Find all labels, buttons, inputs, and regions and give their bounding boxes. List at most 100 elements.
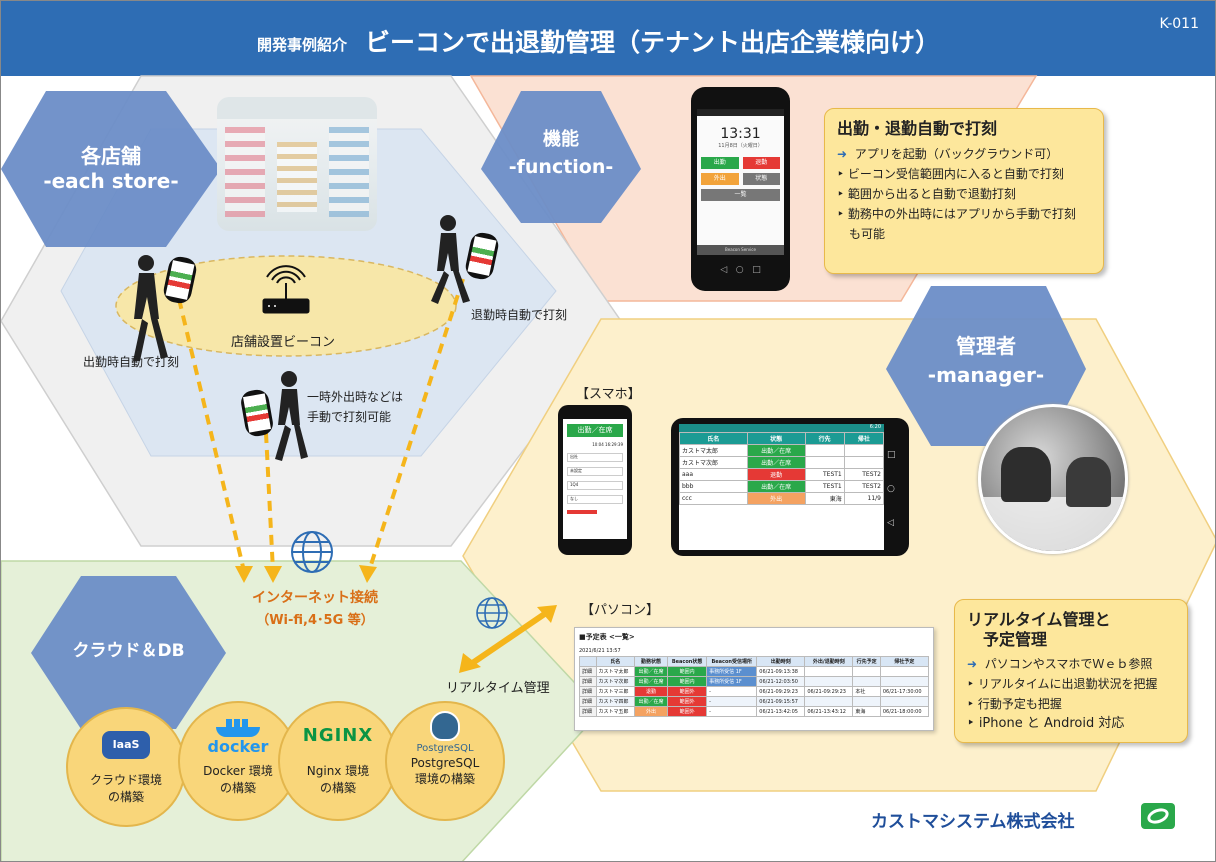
- tablet-header-cell: 行先: [804, 432, 845, 445]
- pc-cell: カストマ三郎: [595, 686, 636, 697]
- pc-cell: [804, 676, 854, 687]
- function-box-list: ➜ アプリを起動（バックグラウンド可） ‣ ビーコン受信範囲内に入ると自動で打刻…: [837, 144, 1091, 244]
- smartphone-label: 【スマホ】: [576, 387, 641, 402]
- pc-cell: [879, 696, 930, 707]
- pc-cell: カストマ次郎: [595, 676, 636, 687]
- manager-box-title: リアルタイム管理と 予定管理: [967, 610, 1175, 650]
- app-clock-out-button[interactable]: 退勤: [742, 157, 780, 169]
- tablet-cell: [804, 444, 845, 457]
- realtime-label: リアルタイム管理: [446, 681, 550, 696]
- manual-punch-label: 一時外出時などは 手動で打刻可能: [307, 387, 403, 427]
- pc-cell: [879, 666, 930, 677]
- pc-header-cell: 勤務状態: [634, 656, 669, 667]
- cloud-nginx-line1: Nginx 環境: [306, 764, 370, 778]
- beacon-router-icon: [262, 265, 310, 314]
- pc-header-cell: 出勤時刻: [756, 656, 806, 667]
- cloud-iaas-circle: IaaS クラウド環境 の構築: [66, 707, 186, 827]
- leave-label: 退勤時自動で打刻: [471, 308, 568, 322]
- document-code: K-011: [1159, 16, 1199, 32]
- header-subtitle: 開発事例紹介: [257, 36, 348, 54]
- realtime-arrow: [459, 605, 557, 673]
- company-name: カストマシステム株式会社: [871, 812, 1075, 832]
- person-out-icon: [275, 371, 308, 461]
- tablet-header-cell: 氏名: [679, 432, 748, 445]
- manager-box-title-line1: リアルタイム管理と: [967, 610, 1111, 629]
- tablet-cell: [804, 456, 845, 469]
- app-status-button[interactable]: 状態: [742, 173, 780, 185]
- manager-box-title-line2: 予定管理: [983, 630, 1048, 649]
- pc-cell: 退勤: [634, 686, 669, 697]
- store-interior-photo: [217, 97, 377, 231]
- pc-header-cell: 外出/退勤時刻: [804, 656, 854, 667]
- function-section-title: 機能 -function-: [486, 129, 636, 179]
- tablet-cell: TEST1: [804, 480, 845, 493]
- pc-cell: 範囲外: [667, 696, 708, 707]
- smartphone-time: 10:04 16:29:39: [592, 442, 623, 447]
- app-list-button[interactable]: 一覧: [701, 189, 780, 201]
- tablet-header-cell: 状態: [746, 432, 806, 445]
- pc-detail-button[interactable]: 詳細: [579, 676, 597, 687]
- cloud-title: クラウド＆DB: [72, 641, 185, 661]
- function-app-phone: 13:31 11月8日（火曜日） 出勤 退勤 外出 状態 一覧 Beacon S…: [691, 87, 790, 291]
- cloud-docker-line1: Docker 環境: [203, 764, 273, 778]
- pc-cell: [804, 666, 854, 677]
- function-item: ‣ 勤務中の外出時にはアプリから手動で打刻: [837, 206, 1076, 221]
- app-away-button[interactable]: 外出: [701, 173, 739, 185]
- smartphone-field: 出社: [567, 453, 623, 462]
- store-section-title: 各店舗 -each store-: [11, 144, 211, 194]
- pc-header-cell: 行先予定: [852, 656, 881, 667]
- beacon-label: 店舗設置ビーコン: [231, 335, 336, 350]
- tablet-row[interactable]: カストマ太郎出勤／在席: [679, 444, 884, 457]
- tablet-cell: aaa: [679, 468, 748, 481]
- pc-detail-button[interactable]: 詳細: [579, 686, 597, 697]
- function-box-title: 出勤・退勤自動で打刻: [837, 119, 998, 138]
- pc-header-cell: 氏名: [595, 656, 636, 667]
- signal-arrows: [177, 278, 465, 572]
- pc-cell: 06/21-13:42:05: [756, 706, 806, 717]
- pc-header-cell: Beacon受信場所: [706, 656, 758, 667]
- manager-item: ‣ iPhone と Android 対応: [967, 716, 1125, 731]
- smartphone-field: 未設定: [567, 467, 623, 476]
- smartphone-status-header: 出勤／在席: [567, 424, 623, 437]
- smartphone-field: なし: [567, 495, 623, 504]
- tablet-row[interactable]: カストマ次郎出勤／在席: [679, 456, 884, 469]
- pc-detail-button[interactable]: 詳細: [579, 706, 597, 717]
- internet-title: インターネット接続: [252, 590, 378, 606]
- pc-cell: 出勤／在席: [634, 666, 669, 677]
- pc-detail-button[interactable]: 詳細: [579, 666, 597, 677]
- app-clock-in-button[interactable]: 出勤: [701, 157, 739, 169]
- tablet-cell: [843, 444, 884, 457]
- cloud-postgresql-line1: PostgreSQL: [410, 756, 480, 770]
- android-nav-icons: ◁ ○ □: [720, 265, 761, 275]
- pc-label: 【パソコン】: [581, 603, 660, 618]
- manager-item: ➜ パソコンやスマホでＷｅｂ参照: [967, 657, 1153, 671]
- internet-label: インターネット接続 （Wi-fi,4･5G 等）: [245, 587, 385, 628]
- function-item: ➜ アプリを起動（バックグラウンド可）: [837, 146, 1059, 161]
- tablet-header-cell: 帰社: [843, 432, 884, 445]
- tablet-cell: TEST2: [843, 480, 884, 493]
- pc-cell: 出勤／在席: [634, 676, 669, 687]
- smartphone-field: 1Q4: [567, 481, 623, 490]
- company-logo-icon: [1141, 803, 1175, 829]
- pc-cell: カストマ太郎: [595, 666, 636, 677]
- pc-cell: カストマ四郎: [595, 696, 636, 707]
- cloud-nginx-circle: NGINX Nginx 環境 の構築: [278, 701, 398, 821]
- meeting-photo: [978, 404, 1128, 554]
- cloud-title-hexagon: [31, 576, 226, 729]
- pc-cell: [804, 696, 854, 707]
- store-title-hexagon: [1, 91, 221, 247]
- pc-cell: 本社: [852, 686, 881, 697]
- pc-detail-button[interactable]: 詳細: [579, 696, 597, 707]
- tablet-cell: 出勤／在席: [746, 480, 806, 493]
- pc-cell: 06/21-09:15:57: [756, 696, 806, 707]
- tablet-cell: 11/9: [843, 492, 884, 505]
